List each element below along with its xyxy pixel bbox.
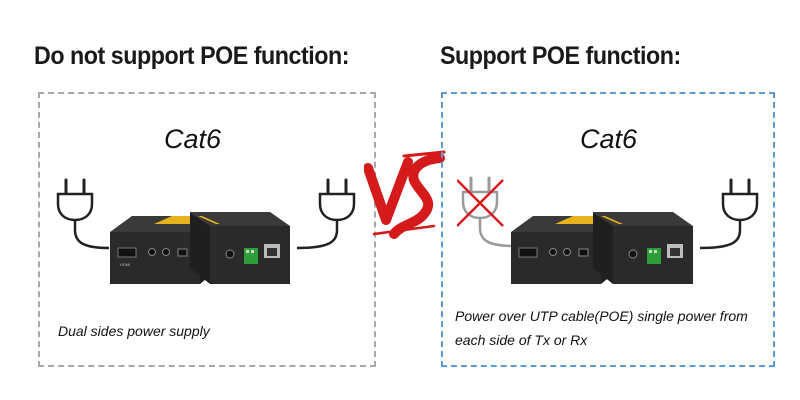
left-panel: Cat6 HDMI — [38, 92, 376, 367]
power-plug-icon — [693, 178, 763, 258]
right-note: Power over UTP cable(POE) single power f… — [455, 304, 775, 352]
left-heading: Do not support POE function: — [34, 42, 350, 70]
receiver-device — [190, 210, 310, 294]
svg-text:HDMI: HDMI — [120, 262, 130, 267]
power-plug-icon — [52, 178, 112, 258]
right-note-line1: Power over UTP cable(POE) single power f… — [455, 308, 748, 324]
right-panel: Cat6 — [441, 92, 775, 367]
right-cable-label: Cat6 — [580, 124, 638, 154]
right-heading: Support POE function: — [440, 42, 681, 70]
no-power-plug-icon — [457, 176, 517, 256]
versus-mark — [364, 150, 448, 240]
power-plug-icon — [290, 178, 360, 258]
receiver-device — [593, 210, 713, 294]
left-note: Dual sides power supply — [58, 323, 210, 339]
left-cable-label: Cat6 — [164, 124, 222, 154]
right-note-line2: each side of Tx or Rx — [455, 332, 588, 348]
